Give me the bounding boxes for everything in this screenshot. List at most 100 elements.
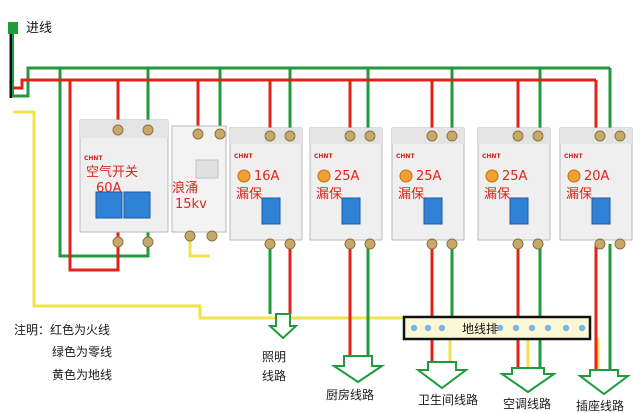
rcbo-screw-tl <box>594 130 606 142</box>
main-breaker-screw-r <box>142 124 154 136</box>
ground-bar: 地线排 <box>402 315 592 341</box>
socket-arrow <box>577 369 631 396</box>
live-bus-top <box>13 78 596 90</box>
live-loop-main <box>68 80 120 272</box>
ground-bar-hole <box>562 324 570 332</box>
rcbo-brand: CHNT <box>234 153 253 160</box>
rcbo-screw-bl <box>512 238 524 250</box>
neutral-bus-top <box>13 66 610 98</box>
rcbo-rating: 20A <box>584 169 610 184</box>
main-breaker-rating: 60A <box>96 181 122 196</box>
rcbo-group: CHNT16A漏保CHNT25A漏保CHNT25A漏保CHNT25A漏保CHNT… <box>229 127 633 250</box>
rcbo-screw-bl <box>594 238 606 250</box>
rcbo-test-button <box>485 169 499 183</box>
ground-bar-holes <box>410 324 586 332</box>
surge-protector: 浪涌 15kv <box>171 125 227 242</box>
main-breaker-top <box>80 120 168 138</box>
surge-screw-br <box>206 230 218 242</box>
rcbo-handle <box>509 197 529 225</box>
rcbo-type: 漏保 <box>566 186 592 202</box>
rcbo-brand: CHNT <box>482 153 501 160</box>
ac-label: 空调线路 <box>503 396 551 411</box>
main-breaker-screw-bl <box>112 236 124 248</box>
lighting-arrow <box>267 313 299 340</box>
ground-bar-label: 地线排 <box>462 322 498 336</box>
rcbo-handle <box>341 197 361 225</box>
rcbo-brand: CHNT <box>564 153 583 160</box>
rcbo-type: 漏保 <box>398 186 424 202</box>
rcbo-test-button <box>237 169 251 183</box>
rcbo-screw-tl <box>344 130 356 142</box>
surge-name: 浪涌 <box>172 181 198 196</box>
legend-line-2: 绿色为零线 <box>52 344 112 359</box>
rcbo-screw-tr <box>614 130 626 142</box>
rcbo-screw-tr <box>284 130 296 142</box>
kitchen-arrow <box>330 355 386 384</box>
rcbo-2: CHNT 25A 漏保 <box>309 127 383 250</box>
inlet-arrow-head <box>8 22 18 34</box>
rcbo-screw-bl <box>344 238 356 250</box>
legend-line-3: 黄色为地线 <box>52 368 112 382</box>
rcbo-rating: 25A <box>416 169 442 184</box>
rcbo-test-button <box>317 169 331 183</box>
lighting-label-1: 照明 <box>262 350 286 364</box>
rcbo-screw-br <box>446 238 458 250</box>
rcbo-type: 漏保 <box>316 186 342 202</box>
rcbo-rating: 25A <box>334 169 360 184</box>
ac-arrow <box>498 367 558 394</box>
rcbo-screw-br <box>532 238 544 250</box>
rcbo-screw-tr <box>532 130 544 142</box>
ground-main-wire <box>13 110 410 320</box>
surge-window <box>195 159 219 179</box>
rcbo-5: CHNT 20A 漏保 <box>559 127 633 250</box>
main-breaker-screw-l <box>112 124 124 136</box>
inlet-label: 进线 <box>26 21 52 36</box>
kitchen-label: 厨房线路 <box>326 387 374 402</box>
surge-screw-r <box>214 128 226 140</box>
legend: 注明：红色为火线 绿色为零线 黄色为地线 <box>14 322 112 382</box>
rcbo-test-button <box>567 169 581 183</box>
ground-bar-hole <box>410 324 418 332</box>
circuit-labels: 照明 线路 厨房线路 卫生间线路 空调线路 插座线路 <box>262 350 624 413</box>
rcbo-screw-br <box>284 238 296 250</box>
rcbo-brand: CHNT <box>314 153 333 160</box>
legend-line-1: 注明：红色为火线 <box>14 322 110 337</box>
surge-rating: 15kv <box>175 197 207 212</box>
rcbo-screw-br <box>614 238 626 250</box>
inlet-group: 进线 <box>8 21 52 98</box>
main-breaker-handle-l <box>95 191 123 219</box>
rcbo-screw-bl <box>426 238 438 250</box>
rcbo-test-button <box>399 169 413 183</box>
main-breaker-brand: CHNT <box>84 155 103 162</box>
rcbo-handle <box>591 197 611 225</box>
surge-screw-l <box>192 128 204 140</box>
ground-bar-hole <box>438 324 446 332</box>
rcbo-rating: 16A <box>254 169 280 184</box>
ground-bar-hole <box>544 324 552 332</box>
rcbo-screw-bl <box>264 238 276 250</box>
rcbo-rating: 25A <box>502 169 528 184</box>
bathroom-label: 卫生间线路 <box>418 392 478 407</box>
rcbo-brand: CHNT <box>396 153 415 160</box>
rcbo-screw-tl <box>426 130 438 142</box>
rcbo-screw-tl <box>512 130 524 142</box>
ground-bar-hole <box>496 324 504 332</box>
ground-bar-hole <box>578 324 586 332</box>
main-breaker-handle-r <box>123 191 151 219</box>
ground-bar-hole <box>512 324 520 332</box>
rcbo-screw-tl <box>264 130 276 142</box>
main-breaker-screw-br <box>142 236 154 248</box>
main-breaker-name: 空气开关 <box>86 164 138 180</box>
main-breaker: CHNT 空气开关 60A <box>79 119 169 248</box>
ground-surge-wire <box>188 238 210 258</box>
rcbo-3: CHNT 25A 漏保 <box>391 127 465 250</box>
rcbo-screw-br <box>364 238 376 250</box>
surge-screw-bl <box>184 230 196 242</box>
rcbo-handle <box>261 197 281 225</box>
surge-body <box>171 125 227 233</box>
bathroom-arrow <box>415 361 469 390</box>
lighting-label-2: 线路 <box>262 368 286 383</box>
